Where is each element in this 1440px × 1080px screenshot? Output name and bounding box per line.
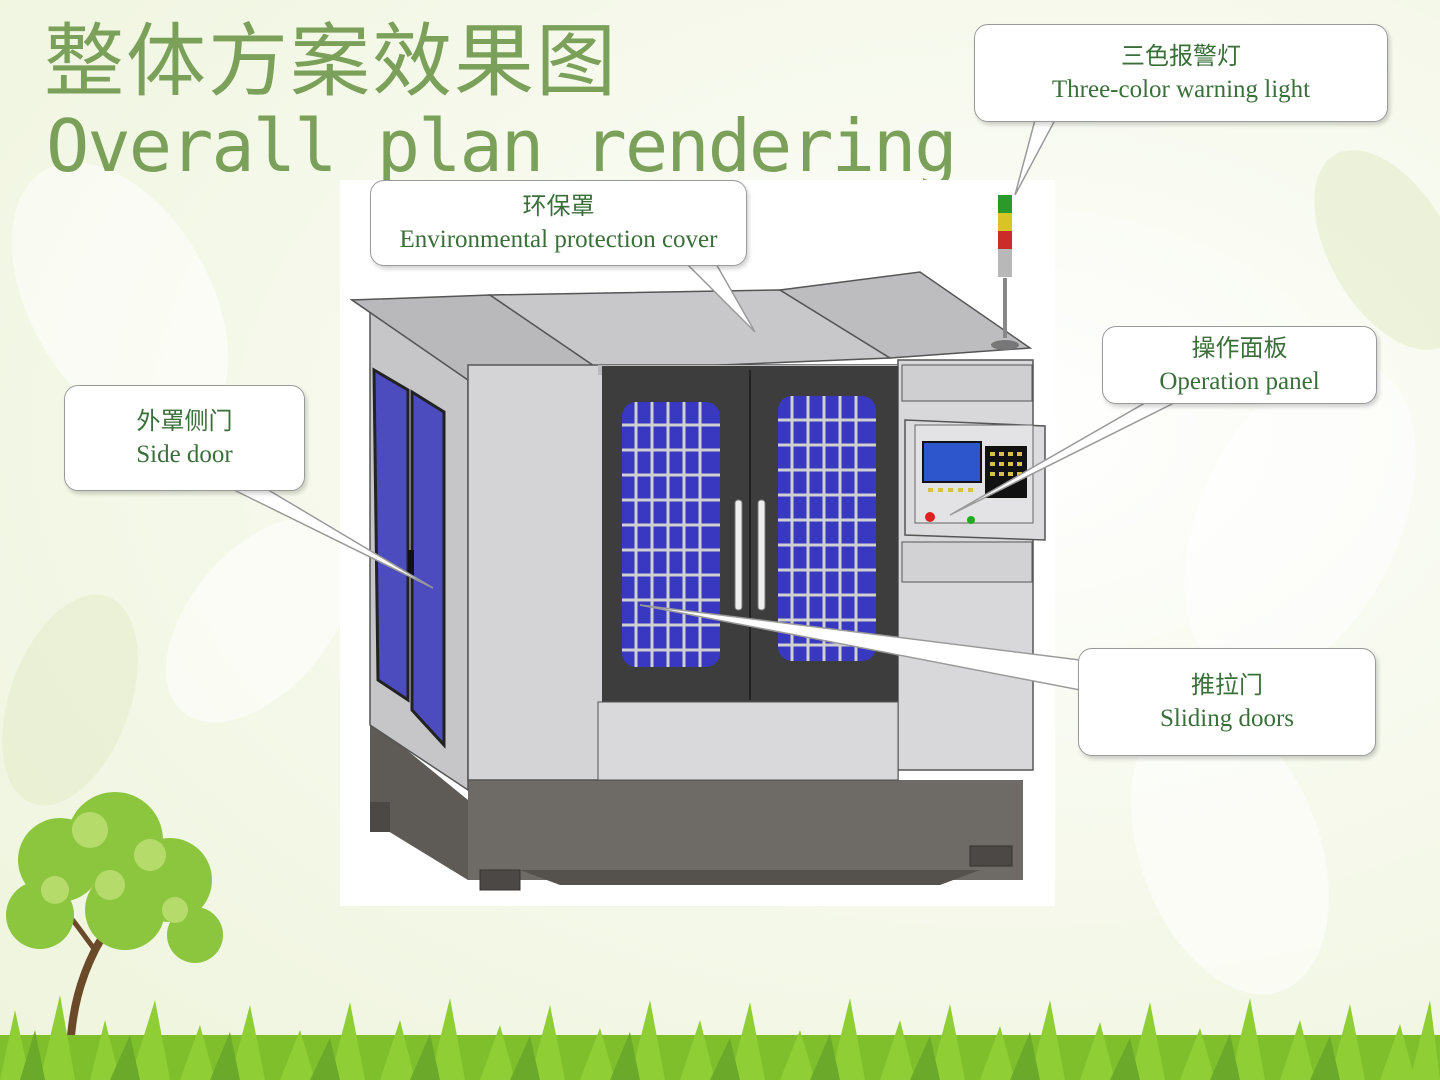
callout-operation-panel-en: Operation panel <box>1159 368 1320 395</box>
callout-side-door-cn: 外罩侧门 <box>136 407 233 435</box>
callout-sliding-doors-en: Sliding doors <box>1159 705 1295 732</box>
page-title-english: Overall plan rendering <box>46 104 958 188</box>
callout-protection-cover-cn: 环保罩 <box>522 192 595 220</box>
callout-sliding-doors-cn: 推拉门 <box>1191 671 1263 699</box>
machine-rendering <box>349 195 1046 891</box>
callout-operation-panel: 操作面板 Operation panel <box>1102 326 1377 404</box>
callout-warning-light-en: Three-color warning light <box>1051 76 1311 103</box>
callout-sliding-doors: 推拉门 Sliding doors <box>1078 648 1376 756</box>
callout-warning-light-cn: 三色报警灯 <box>1121 42 1241 70</box>
machine-rendering-panel <box>340 180 1055 906</box>
grass-strip <box>0 995 1440 1080</box>
callout-operation-panel-cn: 操作面板 <box>1191 334 1288 362</box>
callout-protection-cover-en: Environmental protection cover <box>399 226 718 253</box>
callout-side-door: 外罩侧门 Side door <box>64 385 305 491</box>
callout-side-door-en: Side door <box>136 441 233 468</box>
callout-protection-cover: 环保罩 Environmental protection cover <box>370 180 747 266</box>
callout-warning-light: 三色报警灯 Three-color warning light <box>974 24 1388 122</box>
page-title-chinese: 整体方案效果图 <box>44 15 618 108</box>
tree-illustration <box>6 792 223 1051</box>
